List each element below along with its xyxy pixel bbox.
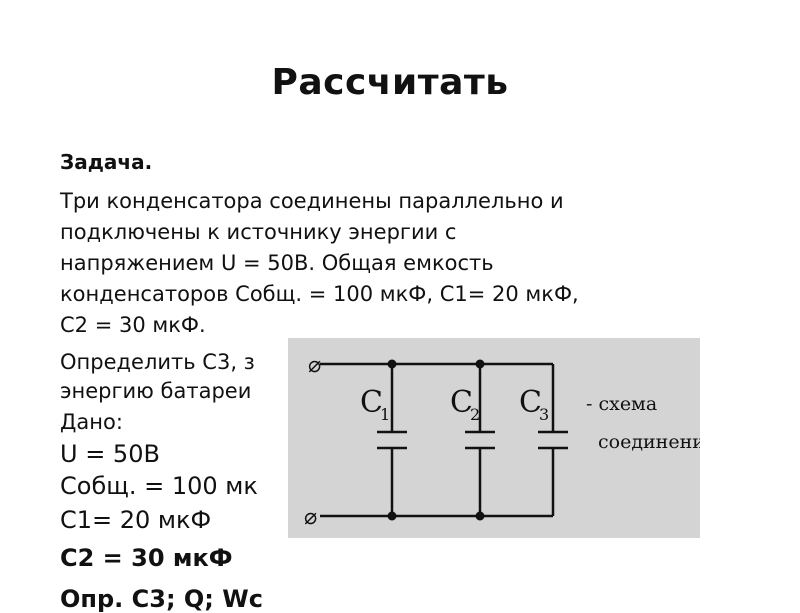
- c3-label: C: [519, 385, 542, 420]
- junction-dot: [475, 359, 485, 369]
- junction-dot: [475, 511, 485, 521]
- task-statement: Три конденсатора соединены параллельно и…: [60, 186, 710, 341]
- given-label: Дано:: [60, 410, 123, 434]
- task-line: Три конденсатора соединены параллельно и: [60, 189, 564, 213]
- slide-title: Рассчитать: [271, 62, 509, 103]
- task-line: напряжением U = 50В. Общая емкость: [60, 251, 494, 275]
- task-line: конденсаторов Собщ. = 100 мкФ, С1= 20 мк…: [60, 282, 579, 306]
- c2-label-sub: 2: [470, 405, 480, 424]
- junction-dot: [387, 359, 397, 369]
- task-line: С2 = 30 мкФ.: [60, 313, 206, 337]
- given-item-voltage: U = 50В: [60, 440, 160, 468]
- find-line: энергию батареи: [60, 379, 252, 403]
- task-heading: Задача.: [60, 150, 153, 174]
- find-line: Определить С3, з: [60, 350, 255, 374]
- junction-dot: [387, 511, 397, 521]
- given-item-unknowns: Опр. С3; Q; Wc: [60, 585, 263, 613]
- find-statement: Определить С3, з энергию батареи: [60, 348, 255, 406]
- c3-label-sub: 3: [539, 405, 549, 424]
- given-item-c2: С2 = 30 мкФ: [60, 544, 233, 572]
- terminal-symbol-bottom: ⌀: [304, 505, 317, 530]
- circuit-caption-line1: - схема: [586, 393, 657, 415]
- c1-label: C: [360, 385, 383, 420]
- c2-label: C: [450, 385, 473, 420]
- given-item-c1: С1= 20 мкФ: [60, 506, 212, 534]
- circuit-caption-line2: соединения: [598, 431, 700, 453]
- circuit-diagram: ⌀ ⌀ C 1 C 2 C 3 - схема соединения: [288, 338, 700, 538]
- circuit-svg: ⌀ ⌀ C 1 C 2 C 3 - схема соединения: [304, 353, 700, 530]
- terminal-symbol-top: ⌀: [308, 353, 321, 378]
- given-item-total-capacitance: Собщ. = 100 мк: [60, 472, 258, 500]
- c1-label-sub: 1: [380, 405, 390, 424]
- task-line: подключены к источнику энергии с: [60, 220, 457, 244]
